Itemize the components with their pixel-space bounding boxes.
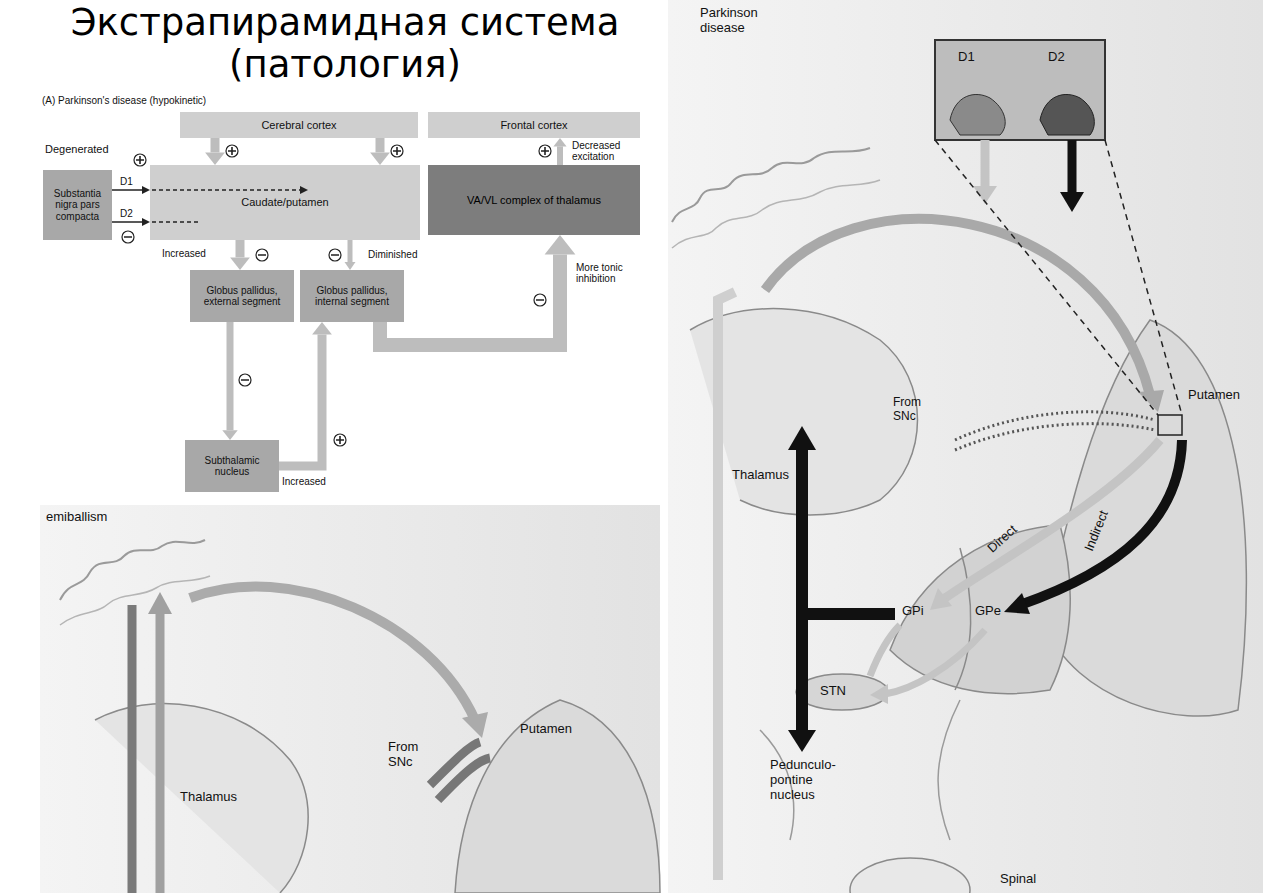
figure-label: D1 bbox=[958, 50, 975, 65]
node-label: Globus pallidus, external segment bbox=[190, 285, 294, 308]
pathway-arrow bbox=[205, 138, 225, 165]
pathway-arrow bbox=[222, 322, 237, 440]
node-label: Globus pallidus, internal segment bbox=[300, 285, 404, 308]
pathway-label: D1 bbox=[118, 176, 135, 187]
figure-label: GPe bbox=[975, 604, 1001, 619]
figure-label: Pedunculo-pontine nucleus bbox=[770, 758, 850, 803]
brain-structure-box: Globus pallidus, external segment bbox=[190, 270, 294, 322]
brain-structure-box: Cerebral cortex bbox=[180, 112, 418, 138]
node-label: Substantia nigra pars compacta bbox=[43, 188, 112, 223]
figure-label: From SNc bbox=[388, 740, 430, 770]
brain-structure-box: Subthalamic nucleus bbox=[185, 440, 279, 492]
brain-structure-box: Caudate/putamen bbox=[150, 165, 420, 240]
figure-label: From SNc bbox=[893, 396, 935, 424]
figure-label: Spinal bbox=[1000, 872, 1036, 887]
node-label: Subthalamic nucleus bbox=[185, 455, 279, 478]
figure-label: D2 bbox=[1048, 50, 1065, 65]
figure-label: Degenerated bbox=[45, 143, 109, 156]
pathway-label: Decreased excitation bbox=[570, 140, 640, 162]
figure-label: GPi bbox=[902, 604, 924, 619]
figure-label: (A) Parkinson's disease (hypokinetic) bbox=[42, 95, 206, 107]
pathway-arrow bbox=[345, 240, 356, 270]
pathway-arrow bbox=[553, 138, 566, 165]
figure-label: Thalamus bbox=[732, 468, 789, 483]
pathway-label: Diminished bbox=[366, 249, 419, 260]
pathway-arrow bbox=[279, 322, 332, 466]
node-label: Caudate/putamen bbox=[238, 196, 331, 209]
figure-label: Parkinson disease bbox=[700, 6, 775, 36]
node-label: VA/VL complex of thalamus bbox=[464, 194, 604, 207]
figure-label: Thalamus bbox=[180, 790, 237, 805]
pathway-arrow bbox=[112, 218, 150, 226]
slide-title: Экстрапирамидная система (патология) bbox=[30, 2, 660, 86]
brain-structure-box: Globus pallidus, internal segment bbox=[300, 270, 404, 322]
brain-structure-box: VA/VL complex of thalamus bbox=[428, 165, 640, 235]
pathway-label: Increased bbox=[280, 476, 328, 487]
pathway-arrow bbox=[112, 186, 150, 194]
figure-label: STN bbox=[820, 684, 846, 699]
brain-structure-box: Frontal cortex bbox=[428, 112, 640, 138]
pathway-arrow bbox=[230, 240, 250, 270]
figure-label: Putamen bbox=[1188, 388, 1240, 403]
pathway-label: Increased bbox=[160, 248, 208, 259]
pathway-label: More tonic inhibition bbox=[574, 262, 644, 284]
brain-structure-box: Substantia nigra pars compacta bbox=[43, 170, 112, 240]
node-label: Frontal cortex bbox=[497, 119, 570, 132]
figure-label: emiballism bbox=[46, 510, 107, 525]
pathway-label: D2 bbox=[118, 208, 135, 219]
node-label: Cerebral cortex bbox=[258, 119, 339, 132]
pathway-arrow bbox=[370, 138, 390, 165]
figure-label: Putamen bbox=[520, 722, 572, 737]
